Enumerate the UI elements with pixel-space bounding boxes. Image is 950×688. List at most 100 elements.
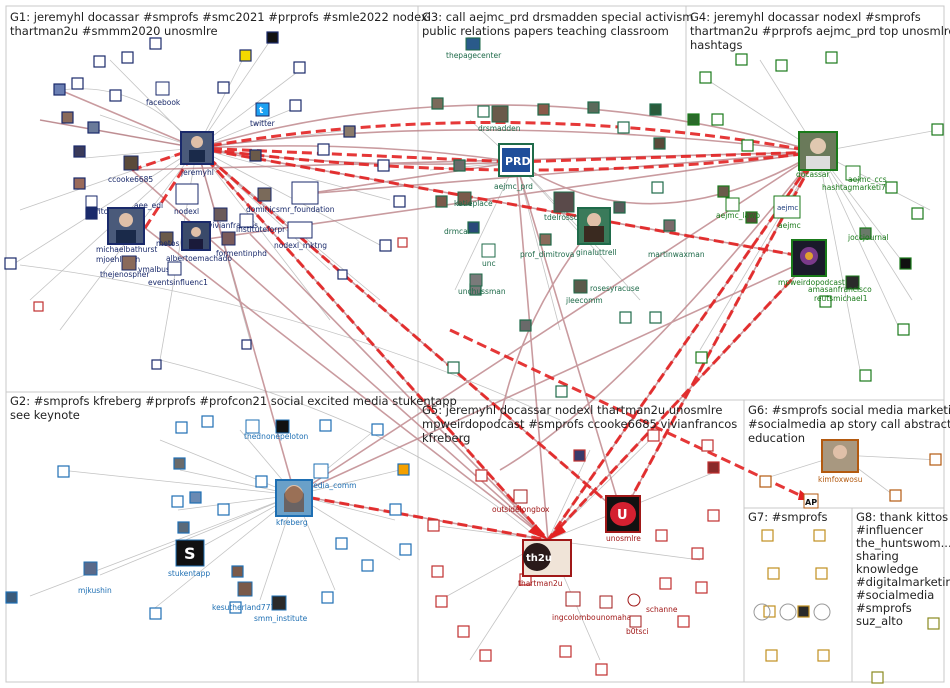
node-avatar[interactable] bbox=[431, 565, 444, 578]
node-avatar[interactable] bbox=[173, 457, 186, 470]
node-avatar[interactable] bbox=[93, 55, 106, 68]
node-avatar[interactable] bbox=[573, 449, 586, 462]
node-avatar[interactable] bbox=[121, 51, 134, 64]
node-avatar[interactable] bbox=[817, 649, 830, 662]
node-avatar[interactable] bbox=[825, 51, 838, 64]
node-stukentapp[interactable] bbox=[175, 539, 205, 567]
node-vivianfrancos[interactable] bbox=[213, 207, 228, 222]
node-avatar[interactable] bbox=[393, 195, 406, 208]
node-avatar[interactable] bbox=[397, 463, 410, 476]
node-avatar[interactable] bbox=[389, 503, 402, 516]
node-b0tsci[interactable] bbox=[629, 615, 642, 628]
node-avatar[interactable] bbox=[33, 301, 44, 312]
node-avatar[interactable] bbox=[699, 71, 712, 84]
node-avatar[interactable] bbox=[677, 615, 690, 628]
node-avatar[interactable] bbox=[649, 103, 662, 116]
node-avatar[interactable] bbox=[595, 663, 608, 676]
node-avatar[interactable] bbox=[765, 649, 778, 662]
node-avatar[interactable] bbox=[759, 475, 772, 488]
node-avatar[interactable] bbox=[85, 207, 98, 220]
node-avatar[interactable] bbox=[343, 125, 356, 138]
node-unchussman[interactable] bbox=[469, 273, 483, 287]
node-avatar[interactable] bbox=[4, 257, 17, 270]
node-avatar[interactable] bbox=[57, 465, 70, 478]
node-avatar[interactable] bbox=[871, 671, 884, 684]
node-avatar[interactable] bbox=[61, 111, 74, 124]
node-unomaha[interactable] bbox=[599, 595, 613, 609]
node-aejmc-lawp[interactable] bbox=[725, 197, 740, 212]
node-avatar[interactable] bbox=[149, 37, 162, 50]
node-avatar[interactable] bbox=[663, 219, 676, 232]
node-media-comm[interactable] bbox=[313, 463, 329, 479]
node-avatar[interactable] bbox=[249, 149, 262, 162]
node-avatar[interactable] bbox=[619, 311, 632, 324]
node-avatar[interactable] bbox=[266, 31, 279, 44]
node-avatar[interactable] bbox=[911, 207, 924, 220]
node-avatar[interactable] bbox=[289, 99, 302, 112]
node-avatar[interactable] bbox=[859, 227, 872, 240]
node-jleecomm[interactable] bbox=[573, 279, 588, 294]
node-avatar[interactable] bbox=[707, 461, 720, 474]
node-avatar[interactable] bbox=[255, 475, 268, 488]
node-avatar[interactable] bbox=[109, 89, 122, 102]
node-avatar[interactable] bbox=[859, 369, 872, 382]
node-avatar[interactable] bbox=[229, 601, 242, 614]
node-avatar[interactable] bbox=[649, 311, 662, 324]
node-avatar[interactable] bbox=[71, 77, 84, 90]
node-avatar[interactable] bbox=[377, 159, 390, 172]
node-avatar[interactable] bbox=[655, 529, 668, 542]
node-avatar[interactable] bbox=[691, 547, 704, 560]
node-circle[interactable] bbox=[813, 603, 831, 621]
node-schanne[interactable] bbox=[627, 593, 641, 607]
node-avatar[interactable] bbox=[457, 625, 470, 638]
node-circle[interactable] bbox=[753, 603, 771, 621]
node-avatar[interactable] bbox=[151, 359, 162, 370]
node-amasanfrancisco[interactable] bbox=[845, 275, 860, 290]
node-avatar[interactable] bbox=[819, 295, 832, 308]
node-smm-institute[interactable] bbox=[271, 595, 287, 611]
node-avatar[interactable] bbox=[539, 233, 552, 246]
node-avatar[interactable] bbox=[87, 121, 100, 134]
node-avatar[interactable] bbox=[5, 591, 18, 604]
node-avatar[interactable] bbox=[695, 351, 708, 364]
node-avatar[interactable] bbox=[477, 105, 490, 118]
node-avatar[interactable] bbox=[319, 419, 332, 432]
node-avatar[interactable] bbox=[177, 521, 190, 534]
node-aejmc-ccs[interactable] bbox=[845, 165, 861, 181]
node-avatar[interactable] bbox=[651, 181, 664, 194]
node-avatar[interactable] bbox=[519, 319, 532, 332]
node-thepagecenter[interactable] bbox=[465, 37, 481, 51]
node-circle[interactable] bbox=[779, 603, 797, 621]
node-avatar[interactable] bbox=[775, 59, 788, 72]
node-avatar[interactable] bbox=[695, 581, 708, 594]
node-avatar[interactable] bbox=[241, 339, 252, 350]
node-avatar[interactable] bbox=[899, 257, 912, 270]
node-avatar[interactable] bbox=[231, 565, 244, 578]
node-nodexl-mktng[interactable] bbox=[287, 221, 313, 239]
node-ccooke6685[interactable] bbox=[123, 155, 139, 171]
node-drsmadden[interactable] bbox=[491, 105, 509, 123]
node-formentinphd[interactable] bbox=[221, 231, 236, 246]
node-avatar[interactable] bbox=[371, 423, 384, 436]
node-avatar[interactable] bbox=[741, 139, 754, 152]
node-avatar[interactable] bbox=[587, 101, 600, 114]
node-avatar[interactable] bbox=[53, 83, 66, 96]
node-avatar[interactable] bbox=[149, 607, 162, 620]
node-avatar[interactable] bbox=[73, 145, 86, 158]
node-avatar[interactable] bbox=[189, 491, 202, 504]
node-avatar[interactable] bbox=[435, 595, 448, 608]
node-avatar[interactable] bbox=[889, 489, 902, 502]
node-avatar[interactable] bbox=[687, 113, 700, 126]
node-twitter[interactable] bbox=[255, 102, 270, 117]
node-avatar[interactable] bbox=[217, 81, 230, 94]
node-avatar[interactable] bbox=[653, 137, 666, 150]
node-avatar[interactable] bbox=[435, 195, 448, 208]
node-avatar[interactable] bbox=[397, 237, 408, 248]
node-avatar[interactable] bbox=[711, 113, 724, 126]
node-avatar[interactable] bbox=[217, 503, 230, 516]
node-avatar[interactable] bbox=[431, 97, 444, 110]
node-avatar[interactable] bbox=[707, 509, 720, 522]
node-avatar[interactable] bbox=[475, 469, 488, 482]
node-avatar[interactable] bbox=[73, 177, 86, 190]
node-avatar[interactable] bbox=[767, 567, 780, 580]
